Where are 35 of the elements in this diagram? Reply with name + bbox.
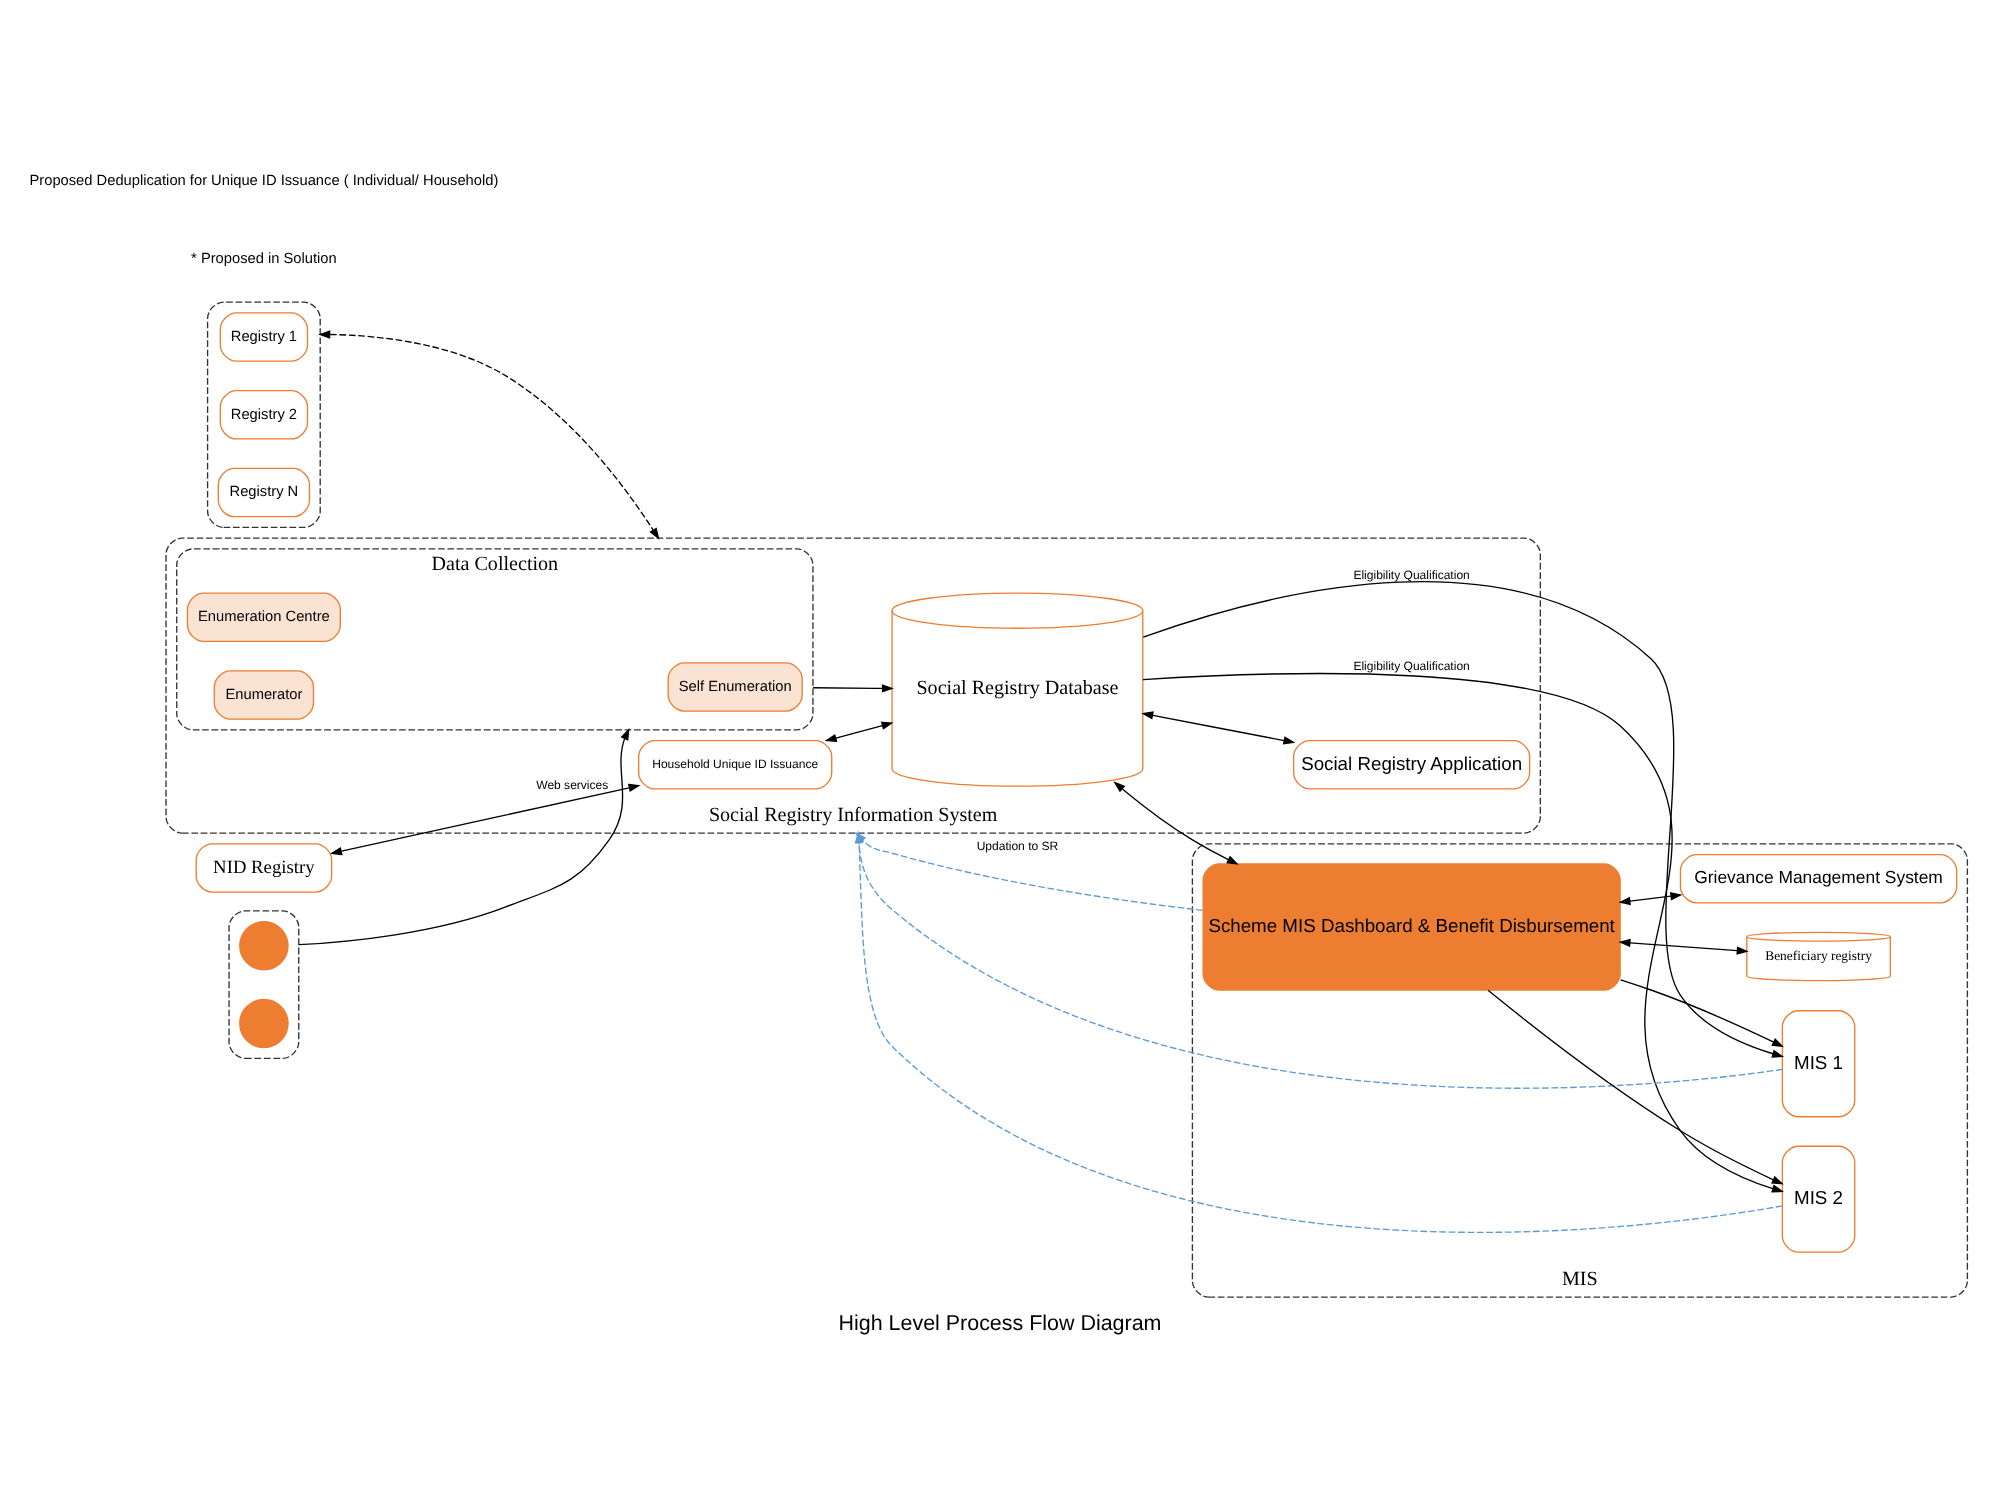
node-box: Enumerator	[213, 670, 315, 720]
arrow	[1487, 989, 1784, 1185]
arrow	[318, 330, 660, 540]
arrow	[854, 831, 1783, 1233]
arrow	[1142, 672, 1784, 1193]
arrow	[1619, 979, 1785, 1048]
cluster	[228, 910, 300, 1060]
arrow	[824, 721, 894, 743]
arrow	[1618, 938, 1749, 955]
arrow	[1142, 581, 1785, 1058]
label: Proposed Deduplication for Unique ID Issuance ( Individual/ Household)	[29, 171, 499, 190]
cluster	[206, 301, 321, 529]
arrow	[812, 684, 894, 693]
node-box: Enumeration Centre	[186, 592, 341, 643]
arrow	[854, 831, 1204, 911]
arrow	[1618, 892, 1683, 906]
node-person	[239, 998, 289, 1049]
node-box: Grievance Management System	[1679, 853, 1958, 904]
arrow	[854, 831, 1783, 1089]
arrow	[298, 728, 630, 946]
node-box: Self Enumeration	[667, 662, 803, 712]
node-person	[239, 920, 289, 971]
node-box: Registry N	[217, 467, 311, 518]
node-box: MIS 2	[1781, 1145, 1856, 1253]
arrow	[1113, 781, 1239, 865]
node-box: Scheme MIS Dashboard & Benefit Disbursement	[1202, 863, 1621, 991]
diagram-title: High Level Process Flow Diagram	[838, 1312, 1162, 1337]
node-box: NID Registry	[195, 843, 333, 893]
node-box: Registry 1	[219, 312, 309, 362]
node-box: MIS 1	[1781, 1010, 1856, 1118]
arrow	[329, 783, 641, 856]
arrow	[1141, 711, 1296, 745]
label: * Proposed in Solution	[191, 249, 337, 268]
node-box: Social Registry Application	[1292, 739, 1531, 790]
node-box: Registry 2	[219, 390, 309, 440]
